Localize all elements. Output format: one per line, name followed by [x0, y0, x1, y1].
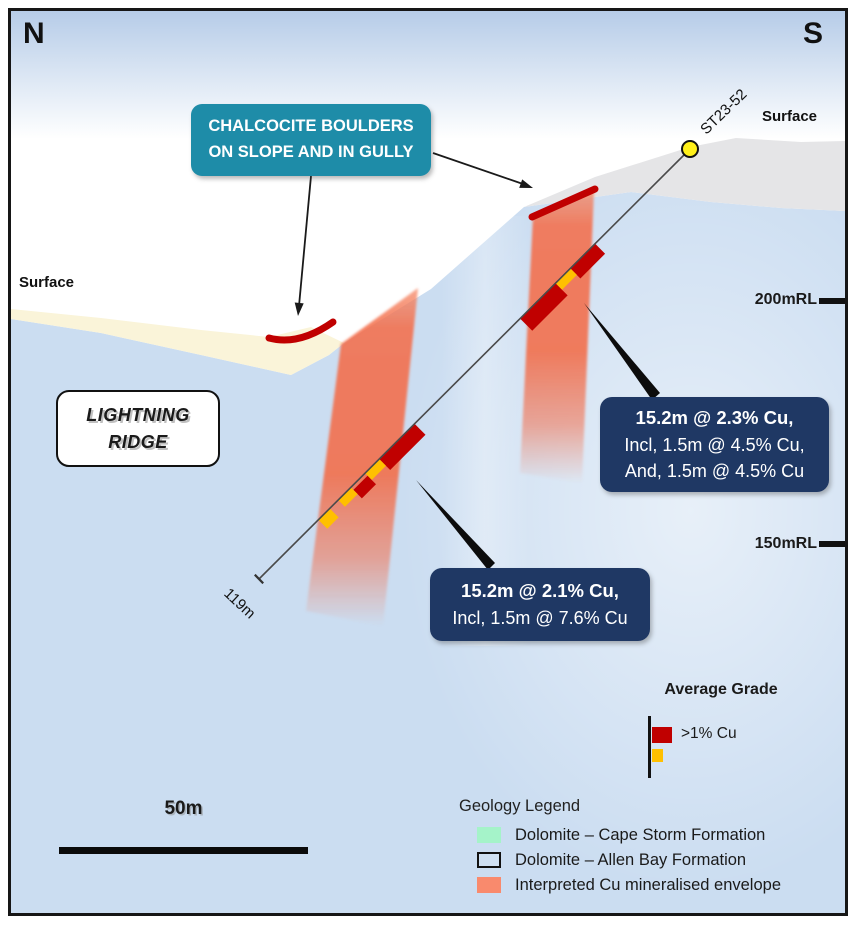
assay-upper-line3: And, 1.5m @ 4.5% Cu: [624, 460, 805, 481]
ridge-name-line2: RIDGE: [108, 431, 168, 452]
rl-150-tick: [819, 541, 845, 547]
assay-callout-upper: 15.2m @ 2.3% Cu, Incl, 1.5m @ 4.5% Cu, A…: [600, 397, 829, 492]
leader-upper-callout: [584, 303, 660, 400]
end-of-hole-tick: [254, 573, 264, 585]
boulders-arrow-right: [432, 152, 533, 188]
assay-callout-lower: 15.2m @ 2.1% Cu, Incl, 1.5m @ 7.6% Cu: [430, 568, 650, 641]
gully-soil-layer: [11, 309, 344, 375]
lightning-ridge-label-box: LIGHTNING RIDGE: [56, 390, 220, 467]
cu-envelope-north: [306, 288, 418, 626]
cross-section-panel: N S Surface Surface CHALCOCITE BOULDERS …: [8, 8, 848, 916]
boulders-bar-slope: [528, 185, 599, 221]
assay-upper-line2: Incl, 1.5m @ 4.5% Cu,: [624, 434, 805, 455]
cape-storm-label: Dolomite – Cape Storm Formation: [515, 825, 766, 844]
cape-storm-swatch: [477, 827, 501, 843]
drillhole-trace: [258, 148, 691, 580]
grade-red-label: >1% Cu: [681, 725, 737, 742]
boulders-bar-gully: [265, 318, 337, 344]
north-label: N: [23, 17, 45, 50]
slope-scree-layer: [524, 138, 845, 211]
surface-label-south: Surface: [762, 108, 818, 125]
section-graphics: [11, 11, 845, 913]
scale-bar: [59, 847, 308, 854]
average-grade-title: Average Grade: [664, 681, 778, 698]
legend-item-allen-bay: Dolomite – Allen Bay Formation: [477, 850, 746, 870]
surface-label-north: Surface: [19, 274, 75, 291]
legend-item-cape-storm: Dolomite – Cape Storm Formation: [477, 825, 765, 845]
rl-150-label: 150mRL: [754, 535, 817, 552]
assay-lower-line1: 15.2m @ 2.1% Cu,: [461, 580, 619, 602]
ridge-name-line1: LIGHTNING: [86, 405, 190, 426]
scale-bar-label: 50m: [164, 798, 203, 819]
boulders-arrow-left: [294, 175, 312, 316]
leader-lower-callout: [416, 480, 495, 570]
boulders-callout-line2: ON SLOPE AND IN GULLY: [208, 143, 414, 161]
grade-axis-line: [648, 716, 651, 778]
geology-legend-title: Geology Legend: [459, 797, 581, 815]
allen-bay-swatch: [477, 852, 501, 868]
boulders-callout-line1: CHALCOCITE BOULDERS: [208, 117, 414, 136]
boulders-callout: CHALCOCITE BOULDERS ON SLOPE AND IN GULL…: [191, 104, 431, 176]
intercept-bars: [318, 243, 606, 529]
grade-yellow-swatch: [652, 749, 663, 762]
assay-lower-line2: Incl, 1.5m @ 7.6% Cu: [452, 607, 628, 628]
south-label: S: [803, 17, 824, 50]
grade-red-swatch: [652, 727, 672, 743]
cu-envelope-label: Interpreted Cu mineralised envelope: [515, 875, 781, 894]
legend-item-cu-envelope: Interpreted Cu mineralised envelope: [477, 875, 781, 895]
allen-bay-label: Dolomite – Allen Bay Formation: [515, 850, 747, 869]
assay-upper-line1: 15.2m @ 2.3% Cu,: [635, 407, 794, 428]
rl-200-label: 200mRL: [754, 291, 817, 308]
drill-collar: [681, 140, 699, 158]
cu-envelope-swatch: [477, 877, 501, 893]
rl-200-tick: [819, 298, 845, 304]
